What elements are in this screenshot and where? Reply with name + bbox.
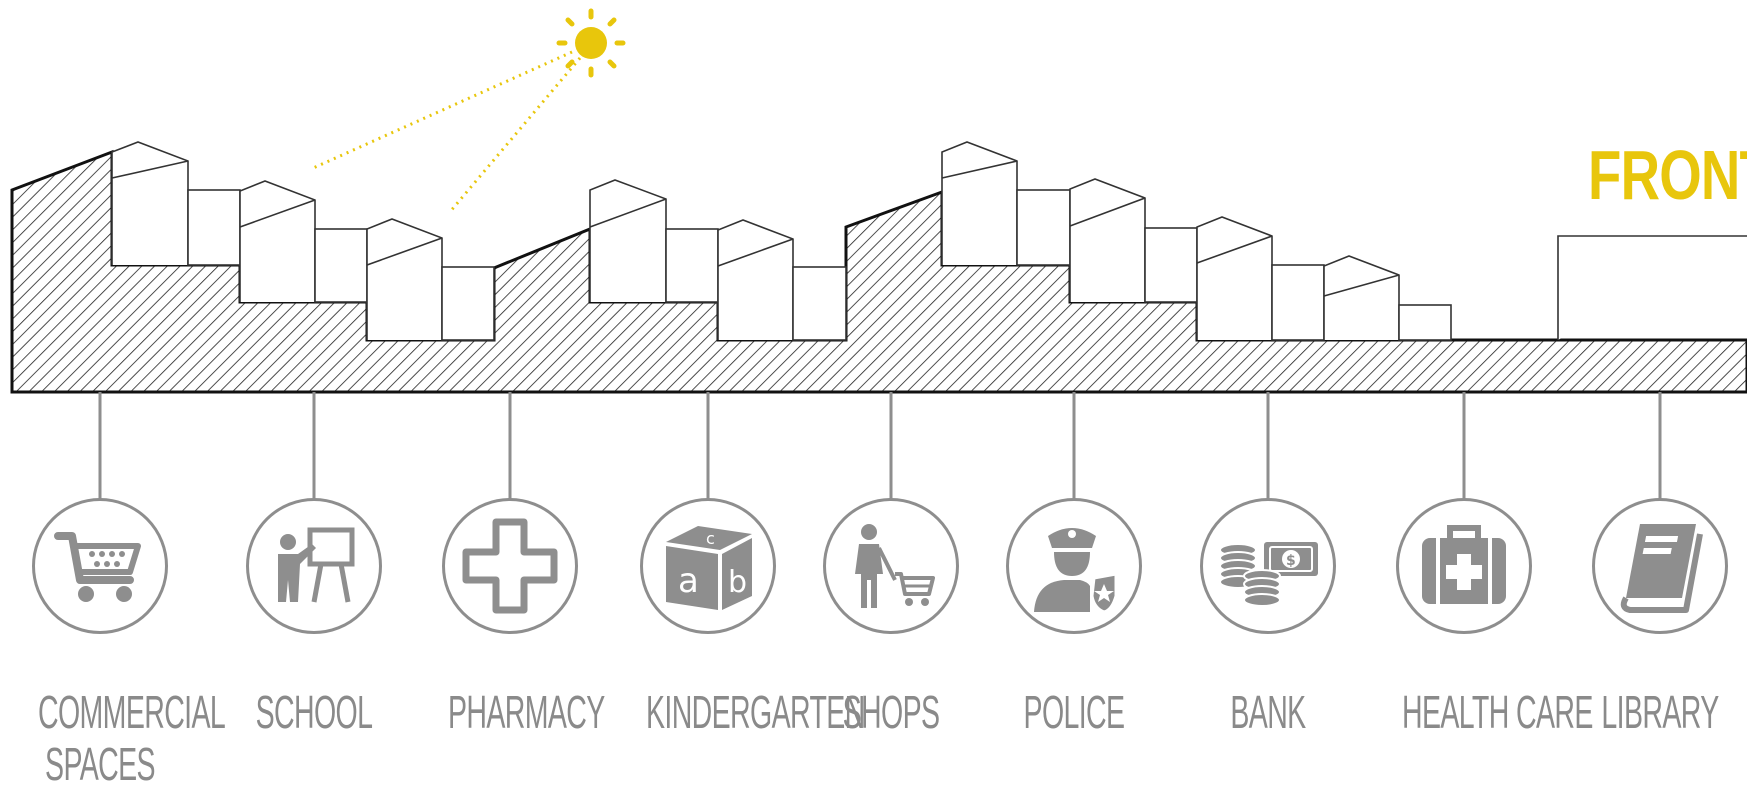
facility-health-care: HEALTH CARE xyxy=(1364,498,1593,738)
facility-bank: $ BANK xyxy=(1168,498,1368,738)
facility-label: POLICE xyxy=(1023,686,1126,738)
police-officer-icon xyxy=(1034,528,1118,614)
svg-text:b: b xyxy=(728,565,747,600)
svg-text:$: $ xyxy=(1286,553,1296,569)
medical-cross-icon xyxy=(462,518,558,614)
facility-police: POLICE xyxy=(974,498,1174,738)
facility-label: HEALTH CARE xyxy=(1402,686,1593,738)
svg-text:c: c xyxy=(706,529,715,548)
facility-commercial-spaces: COMMERCIAL SPACES xyxy=(0,498,226,790)
icon-circle xyxy=(442,498,578,634)
book-icon xyxy=(1620,524,1703,613)
facility-shops: SHOPS xyxy=(791,498,991,738)
facility-label: BANK xyxy=(1230,686,1306,738)
first-aid-kit-icon xyxy=(1422,525,1506,604)
facility-label: KINDERGARTEN xyxy=(646,686,865,738)
facility-school: SCHOOL xyxy=(214,498,414,738)
facility-label: LIBRARY xyxy=(1601,686,1719,738)
icon-circle xyxy=(32,498,168,634)
coins-banknote-icon: $ xyxy=(1219,542,1318,607)
facility-label: SHOPS xyxy=(842,686,940,738)
shopping-cart-icon xyxy=(54,532,141,602)
icon-circle xyxy=(823,498,959,634)
icon-circle: c a b xyxy=(640,498,776,634)
front-label: FRONT xyxy=(1588,136,1747,214)
facility-label: PHARMACY xyxy=(448,686,605,738)
icon-circle: $ xyxy=(1200,498,1336,634)
facility-library: LIBRARY xyxy=(1560,498,1747,738)
facility-pharmacy: PHARMACY xyxy=(410,498,610,738)
facility-kindergarten: c a b KINDERGARTEN xyxy=(608,498,865,738)
connector-lines xyxy=(98,392,1662,500)
icon-circle xyxy=(1396,498,1532,634)
building-blocks xyxy=(111,141,1747,341)
icon-circle xyxy=(246,498,382,634)
svg-text:a: a xyxy=(678,561,699,601)
sun-icon xyxy=(556,8,626,78)
icon-circle xyxy=(1592,498,1728,634)
teacher-board-icon xyxy=(278,527,355,603)
sun-rays xyxy=(310,50,582,214)
abc-block-icon: c a b xyxy=(666,526,752,610)
icon-circle xyxy=(1006,498,1142,634)
facility-label: SCHOOL xyxy=(255,686,373,738)
facility-label: COMMERCIAL SPACES xyxy=(38,686,226,790)
shopper-cart-icon xyxy=(855,524,935,608)
